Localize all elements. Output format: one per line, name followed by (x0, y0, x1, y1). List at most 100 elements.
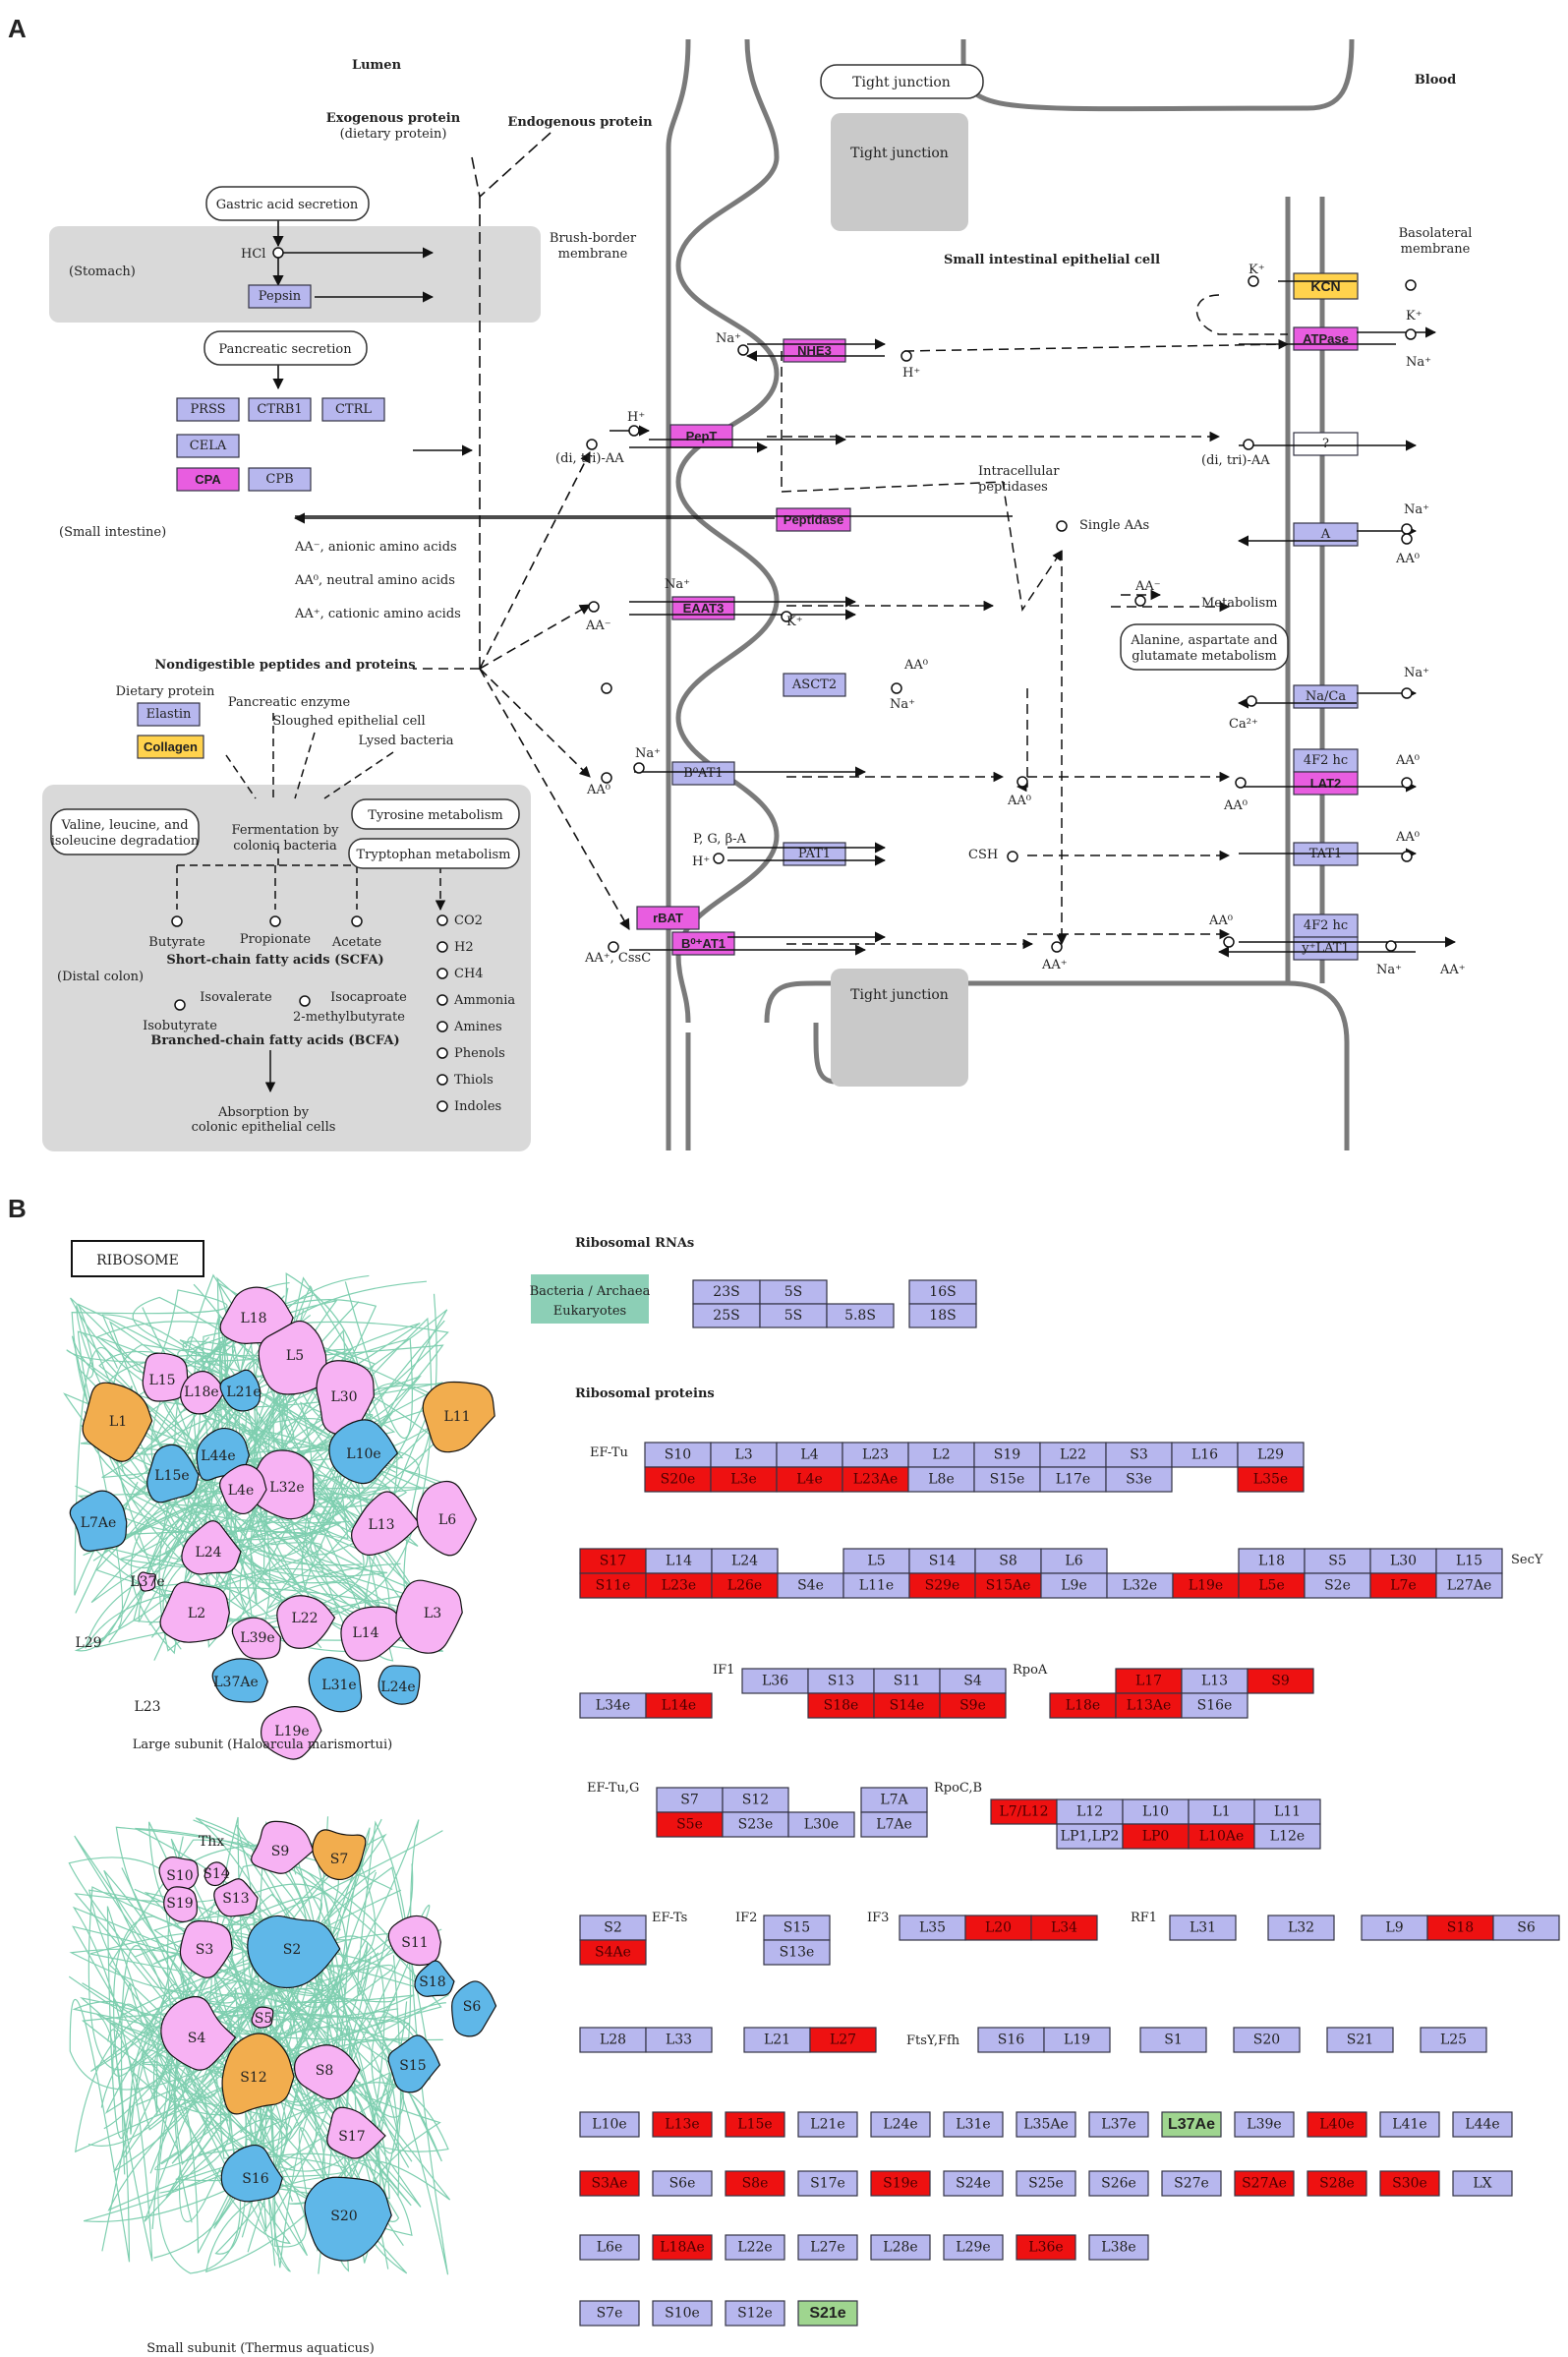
rrna-5s-box[interactable] (759, 1303, 828, 1328)
rp-l37ae-box[interactable] (1161, 2111, 1222, 2138)
rp-l7ae-box[interactable] (860, 1811, 928, 1838)
rp-l14e-box[interactable] (645, 1692, 713, 1719)
rp-s21e-box[interactable] (797, 2300, 858, 2327)
rp-l23e-box[interactable] (645, 1572, 713, 1599)
rp-l9-box[interactable] (1361, 1915, 1428, 1941)
rp-s3ae-box[interactable] (579, 2170, 640, 2197)
rp-l35e-box[interactable] (1237, 1466, 1305, 1493)
rrna-5-8s-box[interactable] (826, 1303, 895, 1328)
rp-s17e-box[interactable] (797, 2170, 858, 2197)
lat2-box[interactable] (1293, 771, 1359, 795)
rp-s5e-box[interactable] (656, 1811, 724, 1838)
pepsin-box[interactable] (248, 284, 312, 309)
rp-l7a-box[interactable] (860, 1787, 928, 1813)
rp-l27ae-box[interactable] (1435, 1572, 1503, 1599)
rp-l7-l12-box[interactable] (990, 1798, 1058, 1825)
rp-l15e-box[interactable] (725, 2111, 785, 2138)
rp-l11e-box[interactable] (842, 1572, 910, 1599)
rp-l15-box[interactable] (1435, 1548, 1503, 1574)
rp-l3-box[interactable] (710, 1442, 778, 1468)
rp-s2e-box[interactable] (1304, 1572, 1371, 1599)
rp-l28-box[interactable] (579, 2027, 647, 2053)
rp-l34-box[interactable] (1030, 1915, 1098, 1941)
b0at1-box[interactable] (671, 761, 735, 786)
rp-s9e-box[interactable] (939, 1692, 1007, 1719)
rp-l5-box[interactable] (842, 1548, 910, 1574)
rp-s12-box[interactable] (722, 1787, 789, 1813)
rp-s13e-box[interactable] (763, 1939, 831, 1966)
prss-box[interactable] (176, 397, 240, 422)
rp-l29e-box[interactable] (943, 2234, 1004, 2261)
rp-s13-box[interactable] (807, 1668, 875, 1694)
rp-s8e-box[interactable] (725, 2170, 785, 2197)
rp-l28e-box[interactable] (870, 2234, 931, 2261)
unknown-box[interactable] (1293, 432, 1359, 456)
rp-l17e-box[interactable] (1039, 1466, 1107, 1493)
rp-s30e-box[interactable] (1379, 2170, 1440, 2197)
rbat-box[interactable] (636, 906, 700, 930)
rp-l19-box[interactable] (1043, 2027, 1111, 2053)
rp-s26e-box[interactable] (1088, 2170, 1149, 2197)
ctrb1-box[interactable] (248, 397, 312, 422)
rp-l6e-box[interactable] (579, 2234, 640, 2261)
rp-s23e-box[interactable] (722, 1811, 789, 1838)
asct2-box[interactable] (783, 673, 846, 697)
rp-lx-box[interactable] (1452, 2170, 1513, 2197)
rp-s24e-box[interactable] (943, 2170, 1004, 2197)
rp-l39e-box[interactable] (1234, 2111, 1295, 2138)
rp-l4e-box[interactable] (776, 1466, 843, 1493)
kcn-box[interactable] (1293, 272, 1359, 300)
rrna-18s-box[interactable] (908, 1303, 977, 1328)
rp-s16-box[interactable] (977, 2027, 1045, 2053)
rp-l29-box[interactable] (1237, 1442, 1305, 1468)
rp-s21-box[interactable] (1326, 2027, 1394, 2053)
rp-s19e-box[interactable] (870, 2170, 931, 2197)
rp-s19-box[interactable] (973, 1442, 1041, 1468)
rrna-23s-box[interactable] (692, 1279, 761, 1305)
rp-l25-box[interactable] (1420, 2027, 1487, 2053)
rp-s27e-box[interactable] (1161, 2170, 1222, 2197)
rp-l10ae-box[interactable] (1188, 1823, 1255, 1850)
rp-l32-box[interactable] (1267, 1915, 1335, 1941)
cpa-box[interactable] (176, 467, 240, 492)
rp-l18e-box[interactable] (1049, 1692, 1117, 1719)
rp-l3e-box[interactable] (710, 1466, 778, 1493)
rp-s20-box[interactable] (1233, 2027, 1301, 2053)
rp-l44e-box[interactable] (1452, 2111, 1513, 2138)
rp-s18-box[interactable] (1426, 1915, 1494, 1941)
cela-box[interactable] (176, 434, 240, 458)
rp-s27ae-box[interactable] (1234, 2170, 1295, 2197)
rp-l6-box[interactable] (1040, 1548, 1108, 1574)
rp-l38e-box[interactable] (1088, 2234, 1149, 2261)
rp-l34e-box[interactable] (579, 1692, 647, 1719)
rp-l18ae-box[interactable] (652, 2234, 713, 2261)
rp-l35ae-box[interactable] (1016, 2111, 1076, 2138)
rp-l32e-box[interactable] (1106, 1572, 1174, 1599)
rp-l24e-box[interactable] (870, 2111, 931, 2138)
rp-l22e-box[interactable] (725, 2234, 785, 2261)
peptidase-box[interactable] (776, 507, 851, 532)
rp-s14-box[interactable] (908, 1548, 976, 1574)
rp-l27-box[interactable] (809, 2027, 877, 2053)
rp-l30e-box[interactable] (787, 1811, 855, 1838)
rp-l41e-box[interactable] (1379, 2111, 1440, 2138)
rp-s20e-box[interactable] (644, 1466, 712, 1493)
rp-l13-box[interactable] (1181, 1668, 1249, 1694)
rp-s25e-box[interactable] (1016, 2170, 1076, 2197)
ctrl-box[interactable] (321, 397, 385, 422)
rrna-5s-box[interactable] (759, 1279, 828, 1305)
rp-l21-box[interactable] (743, 2027, 811, 2053)
rp-l12e-box[interactable] (1253, 1823, 1321, 1850)
rp-s16e-box[interactable] (1181, 1692, 1249, 1719)
rp-l21e-box[interactable] (797, 2111, 858, 2138)
rp-l40e-box[interactable] (1307, 2111, 1367, 2138)
rrna-25s-box[interactable] (692, 1303, 761, 1328)
rp-s15-box[interactable] (763, 1915, 831, 1941)
rp-s17-box[interactable] (579, 1548, 647, 1574)
rp-s1-box[interactable] (1139, 2027, 1207, 2053)
rp-l36e-box[interactable] (1016, 2234, 1076, 2261)
rrna-16s-box[interactable] (908, 1279, 977, 1305)
rp-l5e-box[interactable] (1238, 1572, 1306, 1599)
rp-s4ae-box[interactable] (579, 1939, 647, 1966)
rp-s28e-box[interactable] (1307, 2170, 1367, 2197)
